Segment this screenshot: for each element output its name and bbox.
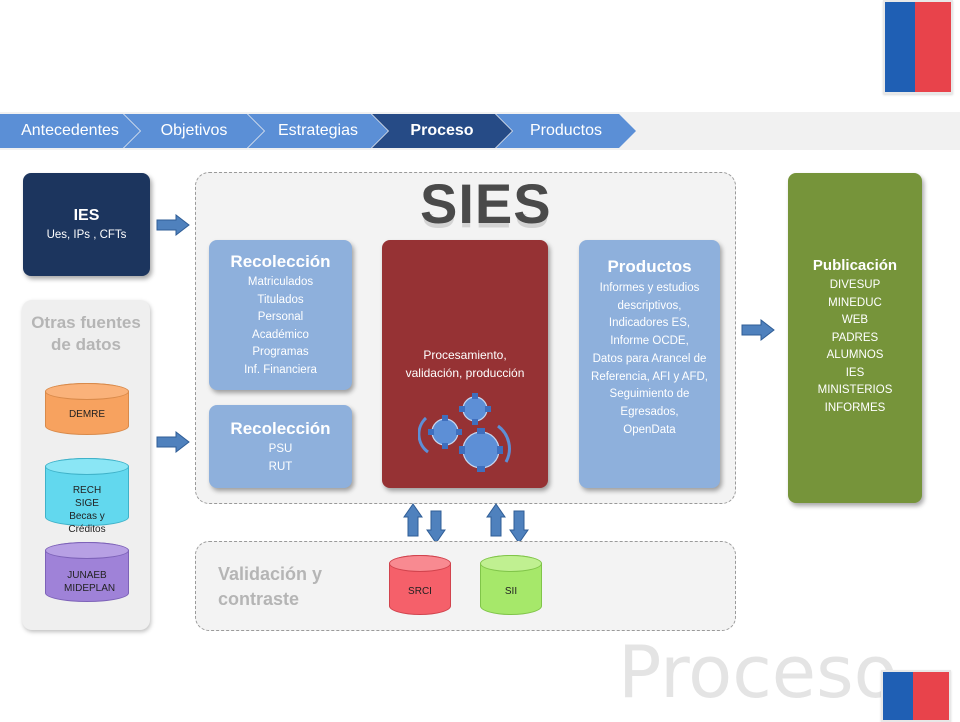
demre-database: DEMRE <box>45 383 129 435</box>
watermark-proceso: Proceso <box>618 630 898 714</box>
list-item: WEB <box>841 314 869 326</box>
productos-title: Productos <box>607 257 692 276</box>
list-item: MINEDUC <box>828 296 882 309</box>
list-item: ALUMNOS <box>826 349 884 361</box>
list-item: Informe OCDE, <box>610 335 689 348</box>
srci-database: SRCI <box>389 555 451 615</box>
list-item: Titulados <box>257 293 304 306</box>
tab-proceso[interactable]: Proceso <box>372 114 512 148</box>
procesamiento-text: Procesamiento, validación, producción <box>405 348 525 380</box>
list-item: Académico <box>252 328 309 341</box>
rech-sige-database: RECH SIGE Becas y Créditos <box>45 458 129 535</box>
tab-objetivos[interactable]: Objetivos <box>124 114 264 148</box>
validacion-panel <box>195 541 736 631</box>
recoleccion-psu-title: Recolección <box>230 419 331 438</box>
arrow-down-icon <box>509 510 529 544</box>
ies-title: IES <box>73 207 100 224</box>
list-item: PADRES <box>831 331 879 344</box>
list-item: Datos para Arancel de Referencia, AFI y … <box>591 352 708 383</box>
sies-title: SIES <box>420 172 552 235</box>
arrow-right-icon <box>156 431 190 453</box>
arrow-up-icon <box>403 503 423 537</box>
chile-flag-bottom <box>881 670 951 722</box>
list-item: Personal <box>257 311 304 323</box>
list-item: INFORMES <box>824 401 886 414</box>
list-item: OpenData <box>623 423 676 436</box>
list-item: Inf. Financiera <box>244 363 317 376</box>
ies-box: IES Ues, IPs , CFTs <box>23 173 150 276</box>
tab-estrategias[interactable]: Estrategias <box>248 114 388 148</box>
ies-subtitle: Ues, IPs , CFTs <box>46 229 127 241</box>
sii-database: SII <box>480 555 542 615</box>
list-item: Indicadores ES, <box>608 317 691 330</box>
list-item: Matriculados <box>247 276 314 288</box>
publicacion-title: Publicación <box>812 257 898 274</box>
chile-flag-top <box>883 0 953 94</box>
recoleccion-psu-box: Recolección PSU RUT <box>209 405 352 488</box>
list-item: Seguimiento de Egresados, <box>609 388 690 418</box>
list-item: Programas <box>252 346 309 358</box>
list-item: MINISTERIOS <box>817 384 893 396</box>
list-item: IES <box>845 366 865 379</box>
list-item: PSU <box>268 443 293 455</box>
procesamiento-box: Procesamiento, validación, producción <box>382 240 548 488</box>
tab-antecedentes[interactable]: Antecedentes <box>0 114 140 148</box>
list-item: Informes y estudios descriptivos, <box>599 282 700 312</box>
recoleccion-title: Recolección <box>230 252 331 271</box>
otras-fuentes-title: Otras fuentes de datos <box>31 313 141 354</box>
list-item: DIVESUP <box>829 279 881 291</box>
arrow-right-icon <box>156 214 190 236</box>
productos-box: Productos Informes y estudios descriptiv… <box>579 240 720 488</box>
recoleccion-box: Recolección Matriculados Titulados Perso… <box>209 240 352 390</box>
sies-title-reflection: SIES <box>420 214 552 238</box>
publicacion-box: Publicación DIVESUP MINEDUC WEB PADRES A… <box>788 173 922 503</box>
arrow-up-icon <box>486 503 506 537</box>
validacion-title: Validación y contraste <box>218 564 323 609</box>
junaeb-mideplan-database: JUNAEB MIDEPLAN <box>45 542 129 602</box>
arrow-right-icon <box>741 319 775 341</box>
tab-productos[interactable]: Productos <box>496 114 636 148</box>
list-item: RUT <box>268 460 293 473</box>
gears-icon <box>418 393 511 472</box>
arrow-down-icon <box>426 510 446 544</box>
